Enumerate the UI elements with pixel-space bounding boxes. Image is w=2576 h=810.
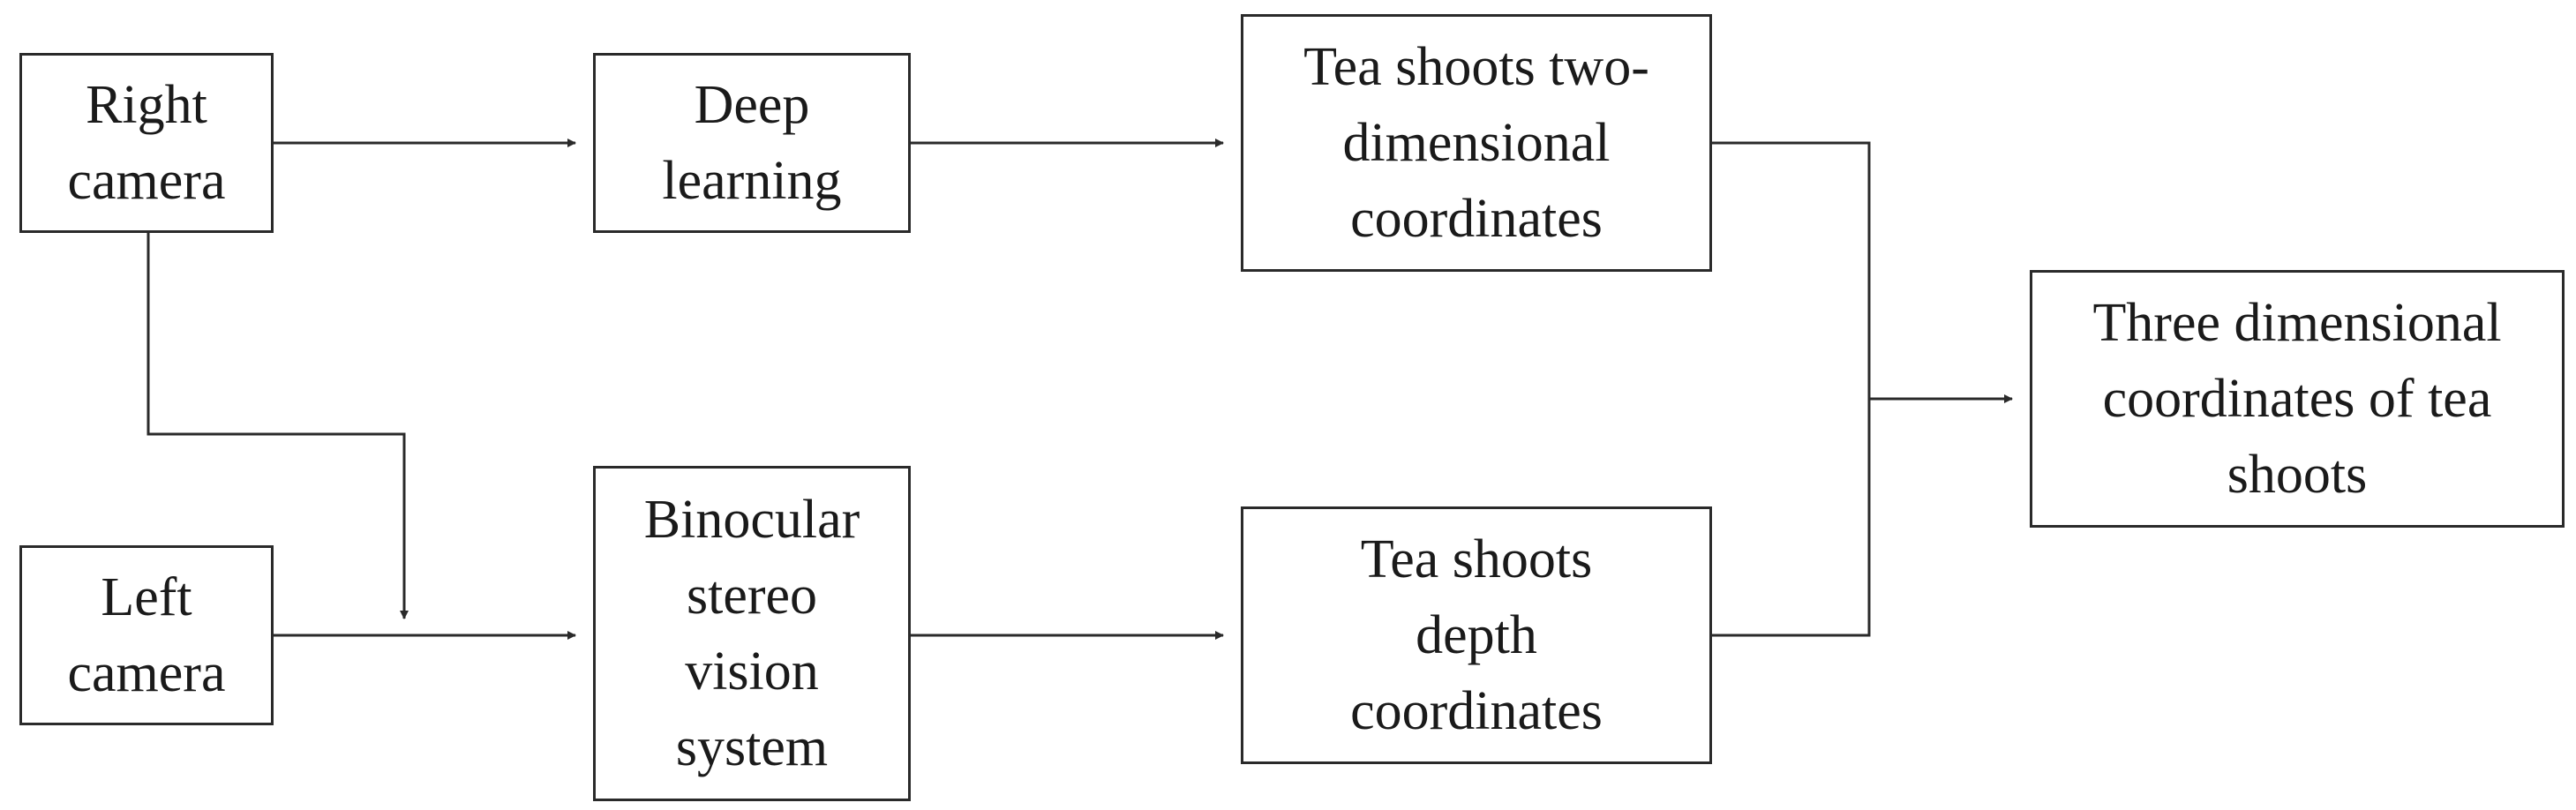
right-camera-label: Right camera (67, 75, 226, 211)
right-camera-node: Right camera (19, 53, 274, 233)
tea-shoots-depth-coordinates-label: Tea shoots depth coordinates (1350, 529, 1603, 741)
binocular-stereo-vision-label: Binocular stereo vision system (643, 490, 860, 777)
binocular-stereo-vision-node: Binocular stereo vision system (593, 466, 911, 801)
deep-learning-node: Deep learning (593, 53, 911, 233)
left-camera-label: Left camera (67, 567, 226, 703)
tea-shoots-depth-coordinates-node: Tea shoots depth coordinates (1241, 506, 1712, 764)
edge-tea-depth-to-merge (1712, 399, 1871, 637)
tea-shoots-2d-coordinates-label: Tea shoots two- dimensional coordinates (1303, 37, 1649, 249)
three-dimensional-coordinates-label: Three dimensional coordinates of tea sho… (2092, 293, 2502, 505)
deep-learning-label: Deep learning (662, 75, 842, 211)
left-camera-node: Left camera (19, 545, 274, 725)
three-dimensional-coordinates-node: Three dimensional coordinates of tea sho… (2030, 270, 2565, 528)
edge-tea-2d-to-merge (1712, 141, 1871, 399)
edge-right-camera-to-binocular (146, 233, 409, 619)
tea-shoots-2d-coordinates-node: Tea shoots two- dimensional coordinates (1241, 14, 1712, 272)
